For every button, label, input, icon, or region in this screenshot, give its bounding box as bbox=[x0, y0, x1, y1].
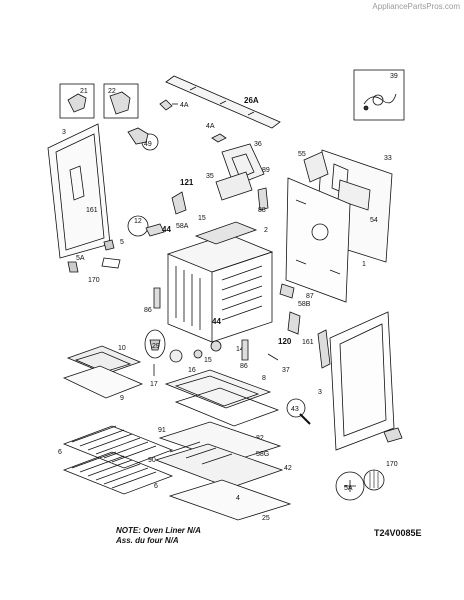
callout-86-left: 86 bbox=[144, 307, 152, 314]
hinge-49: 49 bbox=[127, 127, 159, 151]
callout-5a-right: 5A bbox=[344, 485, 353, 492]
oven-rack-upper: 6 bbox=[58, 425, 174, 469]
top-bracket-26a: 26A bbox=[165, 75, 281, 129]
callout-4: 4 bbox=[236, 495, 240, 502]
callout-58g: 58G bbox=[256, 451, 269, 458]
callout-55: 55 bbox=[298, 151, 306, 158]
callout-161-left: 161 bbox=[86, 207, 98, 214]
callout-88: 88 bbox=[258, 207, 266, 214]
callout-22: 22 bbox=[108, 88, 116, 95]
callout-9: 9 bbox=[120, 395, 124, 402]
callout-3-right: 3 bbox=[318, 389, 322, 396]
bracket-35: 35 89 88 bbox=[206, 167, 270, 214]
oven-rack-lower: 6 bbox=[62, 451, 174, 495]
watermark: AppliancePartsPros.com bbox=[372, 2, 460, 11]
detail-box-21: 21 bbox=[59, 83, 95, 119]
broiler-pan-10: 10 9 bbox=[62, 345, 144, 402]
clip-4a-top: 4A bbox=[159, 99, 189, 111]
callout-33: 33 bbox=[384, 155, 392, 162]
left-side-panel: 3 161 bbox=[47, 123, 111, 259]
drawer-assembly: 91 90 58G 42 4 25 bbox=[148, 421, 292, 522]
callout-15-top: 15 bbox=[198, 215, 206, 222]
callout-120: 120 bbox=[278, 337, 292, 346]
callout-58a: 58A bbox=[176, 223, 189, 230]
callout-5: 5 bbox=[120, 239, 124, 246]
callout-6-bot: 6 bbox=[154, 483, 158, 490]
left-hardware: 5 5A 170 bbox=[67, 239, 124, 284]
callout-21: 21 bbox=[80, 88, 88, 95]
callout-25: 25 bbox=[262, 515, 270, 522]
callout-86-right: 86 bbox=[240, 363, 248, 370]
callout-39: 39 bbox=[390, 73, 398, 80]
callout-15-mid: 15 bbox=[204, 357, 212, 364]
callout-44-mid: 44 bbox=[212, 317, 221, 326]
callout-37: 37 bbox=[282, 367, 290, 374]
valve-12: 12 44 bbox=[127, 215, 171, 237]
oven-cavity: 44 bbox=[166, 221, 274, 343]
callout-4a-mid: 4A bbox=[206, 123, 215, 130]
callout-82: 82 bbox=[256, 435, 264, 442]
part-121: 121 bbox=[171, 178, 194, 215]
callout-161-right: 161 bbox=[302, 339, 314, 346]
callout-2: 2 bbox=[264, 227, 268, 234]
leveler-parts-right: 170 5A bbox=[335, 427, 403, 501]
callout-14: 14 bbox=[236, 346, 244, 353]
detail-box-22: 22 bbox=[103, 83, 139, 119]
callout-1: 1 bbox=[362, 261, 366, 268]
callout-91: 91 bbox=[158, 427, 166, 434]
callout-8: 8 bbox=[262, 375, 266, 382]
callout-16: 16 bbox=[188, 367, 196, 374]
callout-87: 87 bbox=[306, 293, 314, 300]
callout-44-left: 44 bbox=[162, 225, 171, 234]
oven-bottom-8: 8 82 bbox=[164, 369, 280, 442]
callout-43: 43 bbox=[291, 406, 299, 413]
callout-10: 10 bbox=[118, 345, 126, 352]
screw-43: 43 bbox=[286, 398, 311, 425]
callout-89: 89 bbox=[262, 167, 270, 174]
callout-54: 54 bbox=[370, 217, 378, 224]
callout-90: 90 bbox=[148, 457, 156, 464]
callout-35: 35 bbox=[206, 173, 214, 180]
callout-42: 42 bbox=[284, 465, 292, 472]
clip-4a-mid: 4A bbox=[206, 123, 227, 143]
callout-3-left: 3 bbox=[62, 129, 66, 136]
diagram-note: NOTE: Oven Liner N/A Ass. du four N/A bbox=[116, 526, 201, 546]
back-wall-1: 1 bbox=[285, 177, 366, 303]
brackets-right: 87 58B 120 86 bbox=[144, 283, 314, 346]
callout-4a-top: 4A bbox=[180, 102, 189, 109]
callout-12: 12 bbox=[134, 218, 142, 225]
callout-121: 121 bbox=[180, 178, 194, 187]
callout-17: 17 bbox=[150, 381, 158, 388]
callout-58b: 58B bbox=[298, 301, 311, 308]
callout-36: 36 bbox=[254, 141, 262, 148]
callout-5a-left: 5A bbox=[76, 255, 85, 262]
diagram-code: T24V0085E bbox=[374, 528, 422, 538]
callout-170-left: 170 bbox=[88, 277, 100, 284]
vent-duct-36: 36 bbox=[221, 141, 265, 187]
right-door-panel: 161 3 bbox=[302, 311, 395, 451]
callout-170-right: 170 bbox=[386, 461, 398, 468]
small-parts-center: 29 14 15 16 17 86 37 bbox=[144, 329, 290, 388]
callout-29: 29 bbox=[152, 343, 160, 350]
callout-26a: 26A bbox=[244, 96, 259, 105]
note-line-2: Ass. du four N/A bbox=[116, 536, 179, 545]
callout-49: 49 bbox=[144, 141, 152, 148]
callout-6-top: 6 bbox=[58, 449, 62, 456]
note-line-1: NOTE: Oven Liner N/A bbox=[116, 526, 201, 535]
detail-box-39: 39 bbox=[353, 69, 405, 121]
